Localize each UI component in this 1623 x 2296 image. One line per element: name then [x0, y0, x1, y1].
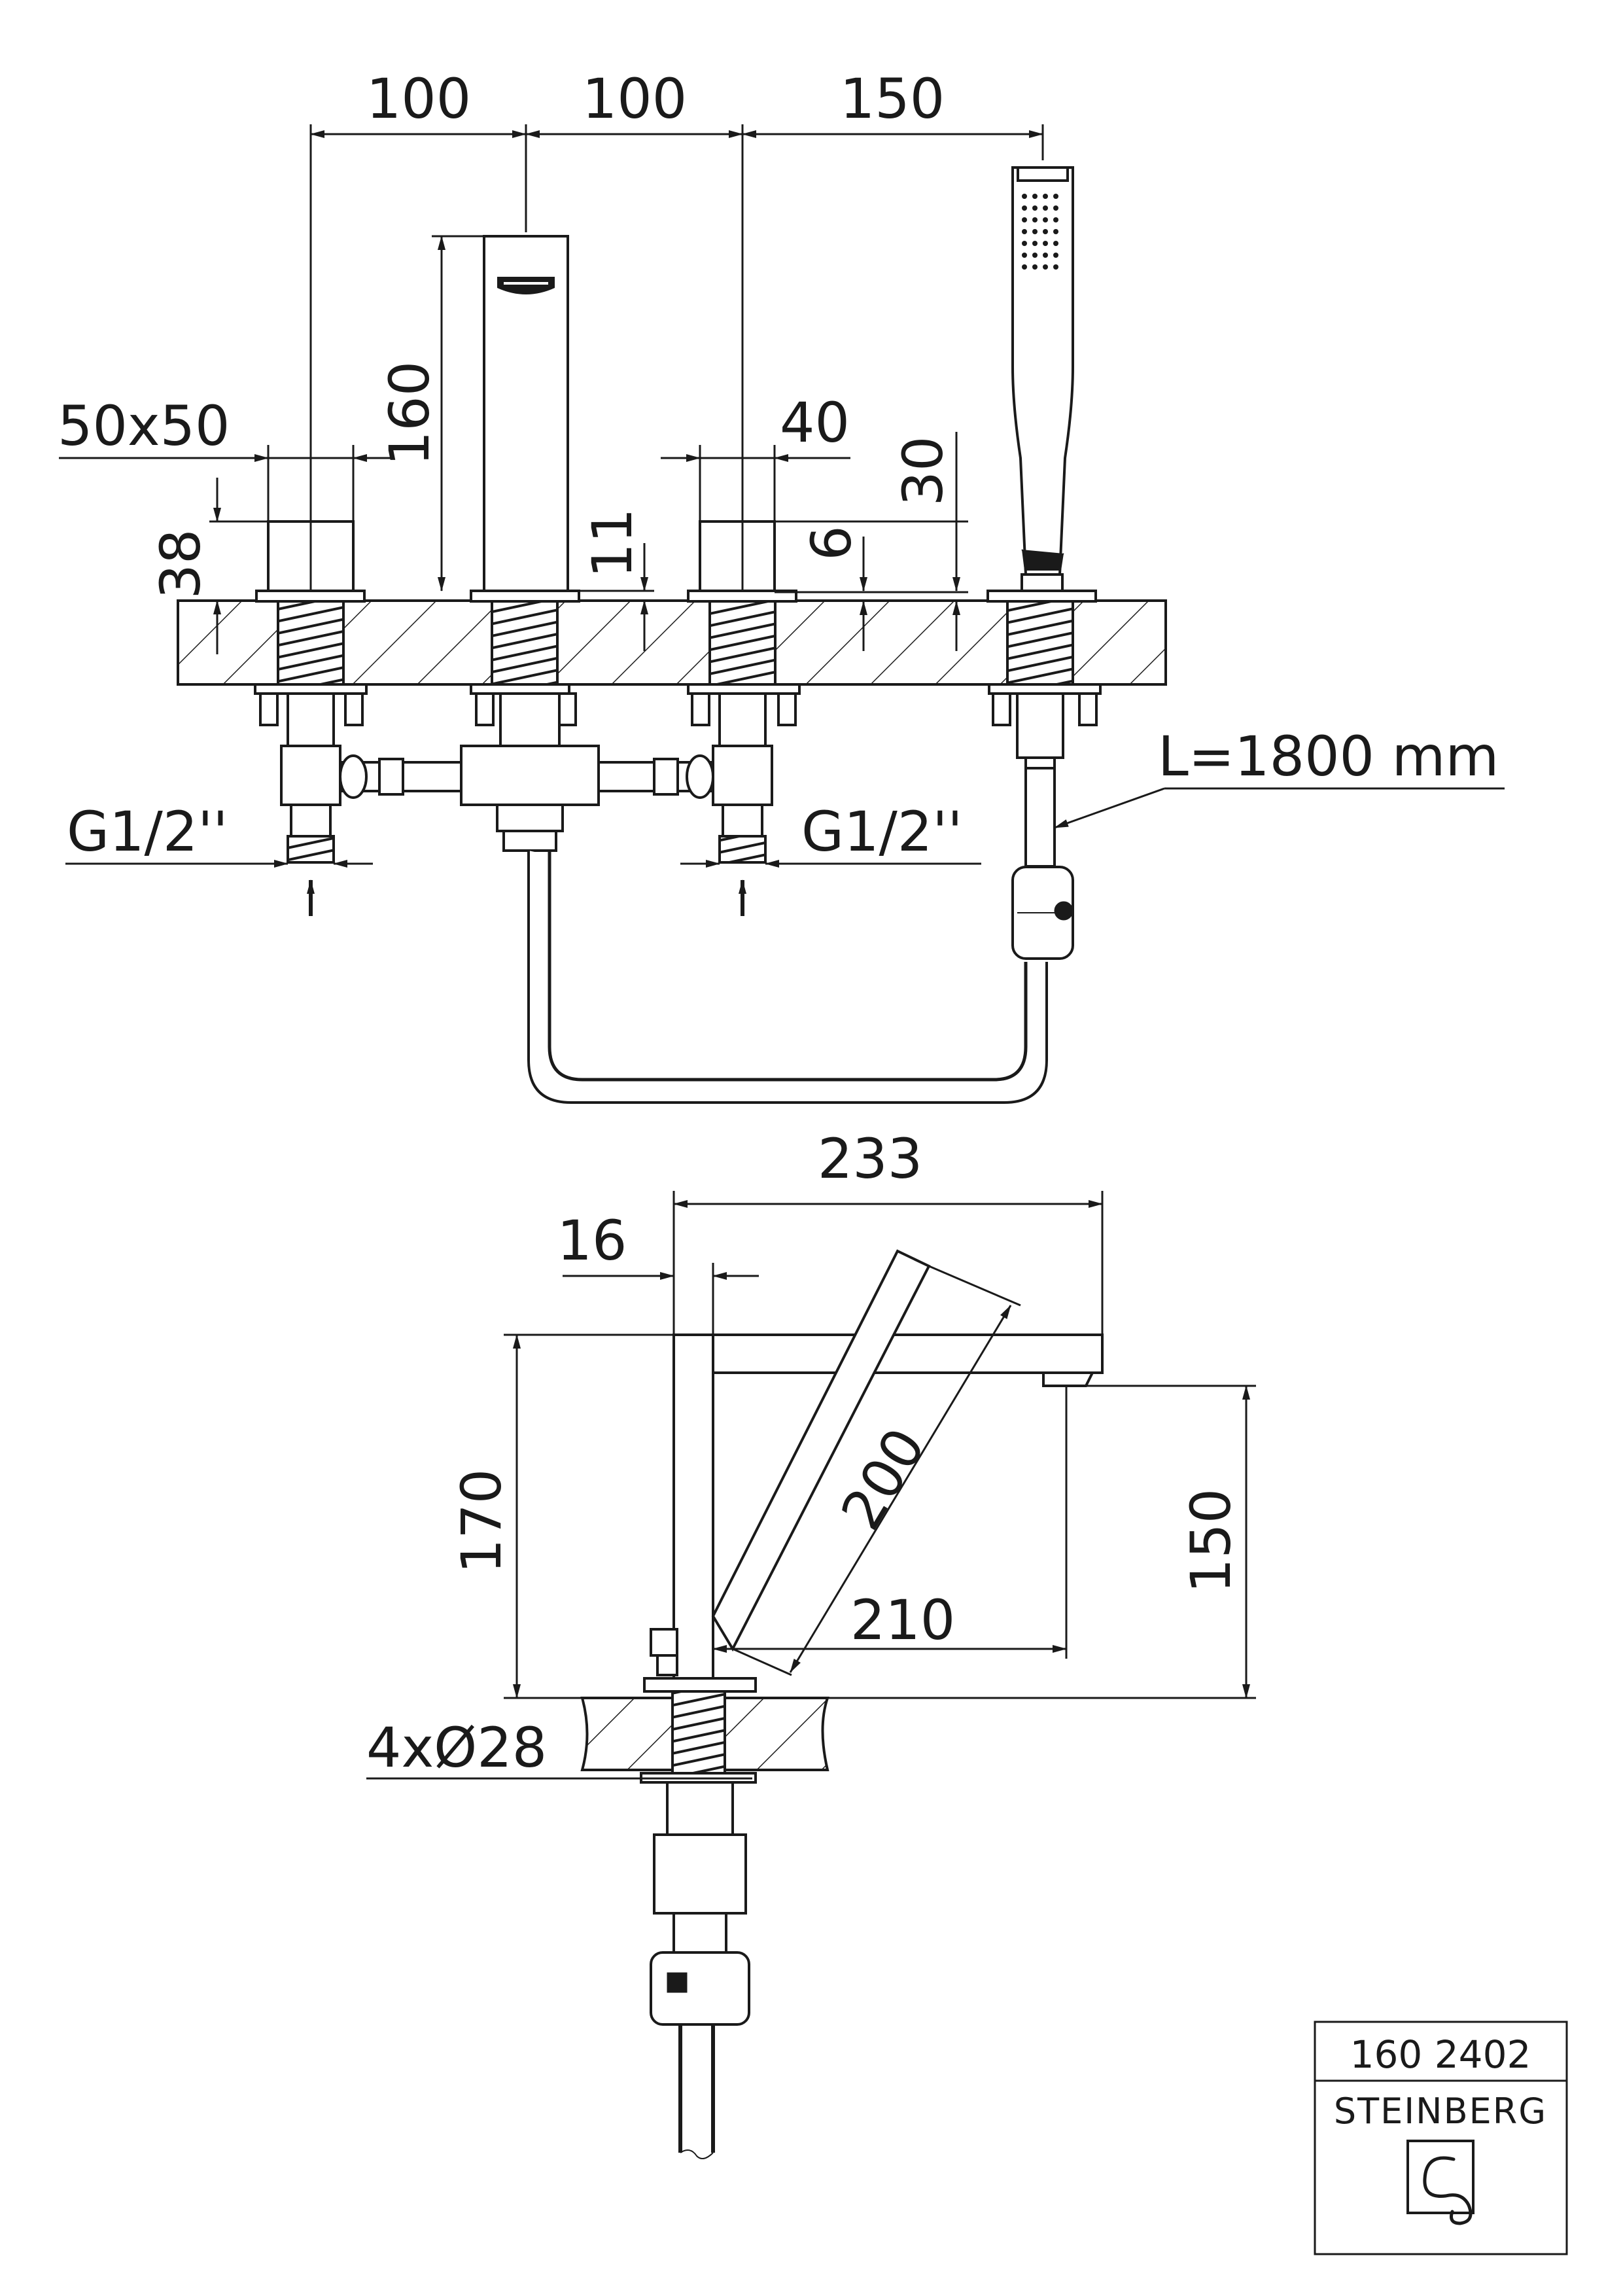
dim-inlet-left: G1/2'' [67, 800, 228, 864]
dim-inlet-right: G1/2'' [801, 800, 962, 864]
dim-deck-offset: 11 [580, 508, 644, 578]
dim-side-body-width: 16 [557, 1209, 627, 1273]
dim-side-reach: 210 [850, 1588, 955, 1652]
dim-side-total-width: 233 [818, 1127, 922, 1191]
dim-handle-height: 38 [148, 529, 213, 599]
dim-top-right: 150 [840, 67, 945, 131]
side-swivel [650, 1951, 750, 2026]
spout-body [483, 235, 569, 592]
inlet-arrows [307, 879, 746, 916]
dim-hose-length: L=1800 mm [1158, 724, 1499, 788]
dim-side-holes: 4xØ28 [366, 1716, 547, 1780]
dim-holder-height: 30 [891, 436, 955, 506]
brand-logo [1406, 2140, 1475, 2225]
dim-handle-size: 50x50 [58, 394, 230, 458]
side-body [672, 1333, 714, 1680]
dim-side-diagonal: 200 [829, 1417, 938, 1540]
brand-name: STEINBERG [1334, 2091, 1547, 2132]
article-number: 160 2402 [1350, 2032, 1531, 2077]
front-view: 100 100 150 160 50x50 38 11 40 6 30 G1/2… [58, 67, 1505, 1104]
dim-handle-width: 40 [780, 391, 850, 455]
title-block: 160 2402 STEINBERG [1314, 2021, 1568, 2255]
dim-spout-height: 160 [377, 361, 442, 466]
dim-top-left: 100 [366, 67, 471, 131]
side-spout-arm [712, 1333, 1104, 1374]
dim-gap: 6 [799, 525, 864, 560]
hose [527, 851, 1048, 1104]
dim-side-height: 170 [449, 1469, 514, 1574]
side-view: 233 16 170 200 210 150 4xØ28 [366, 1127, 1256, 2159]
under-deck-fittings [254, 683, 1102, 864]
hand-shower [1011, 166, 1074, 592]
right-handle [699, 520, 776, 592]
dim-side-spout-height: 150 [1179, 1489, 1243, 1593]
dim-top-mid: 100 [582, 67, 687, 131]
